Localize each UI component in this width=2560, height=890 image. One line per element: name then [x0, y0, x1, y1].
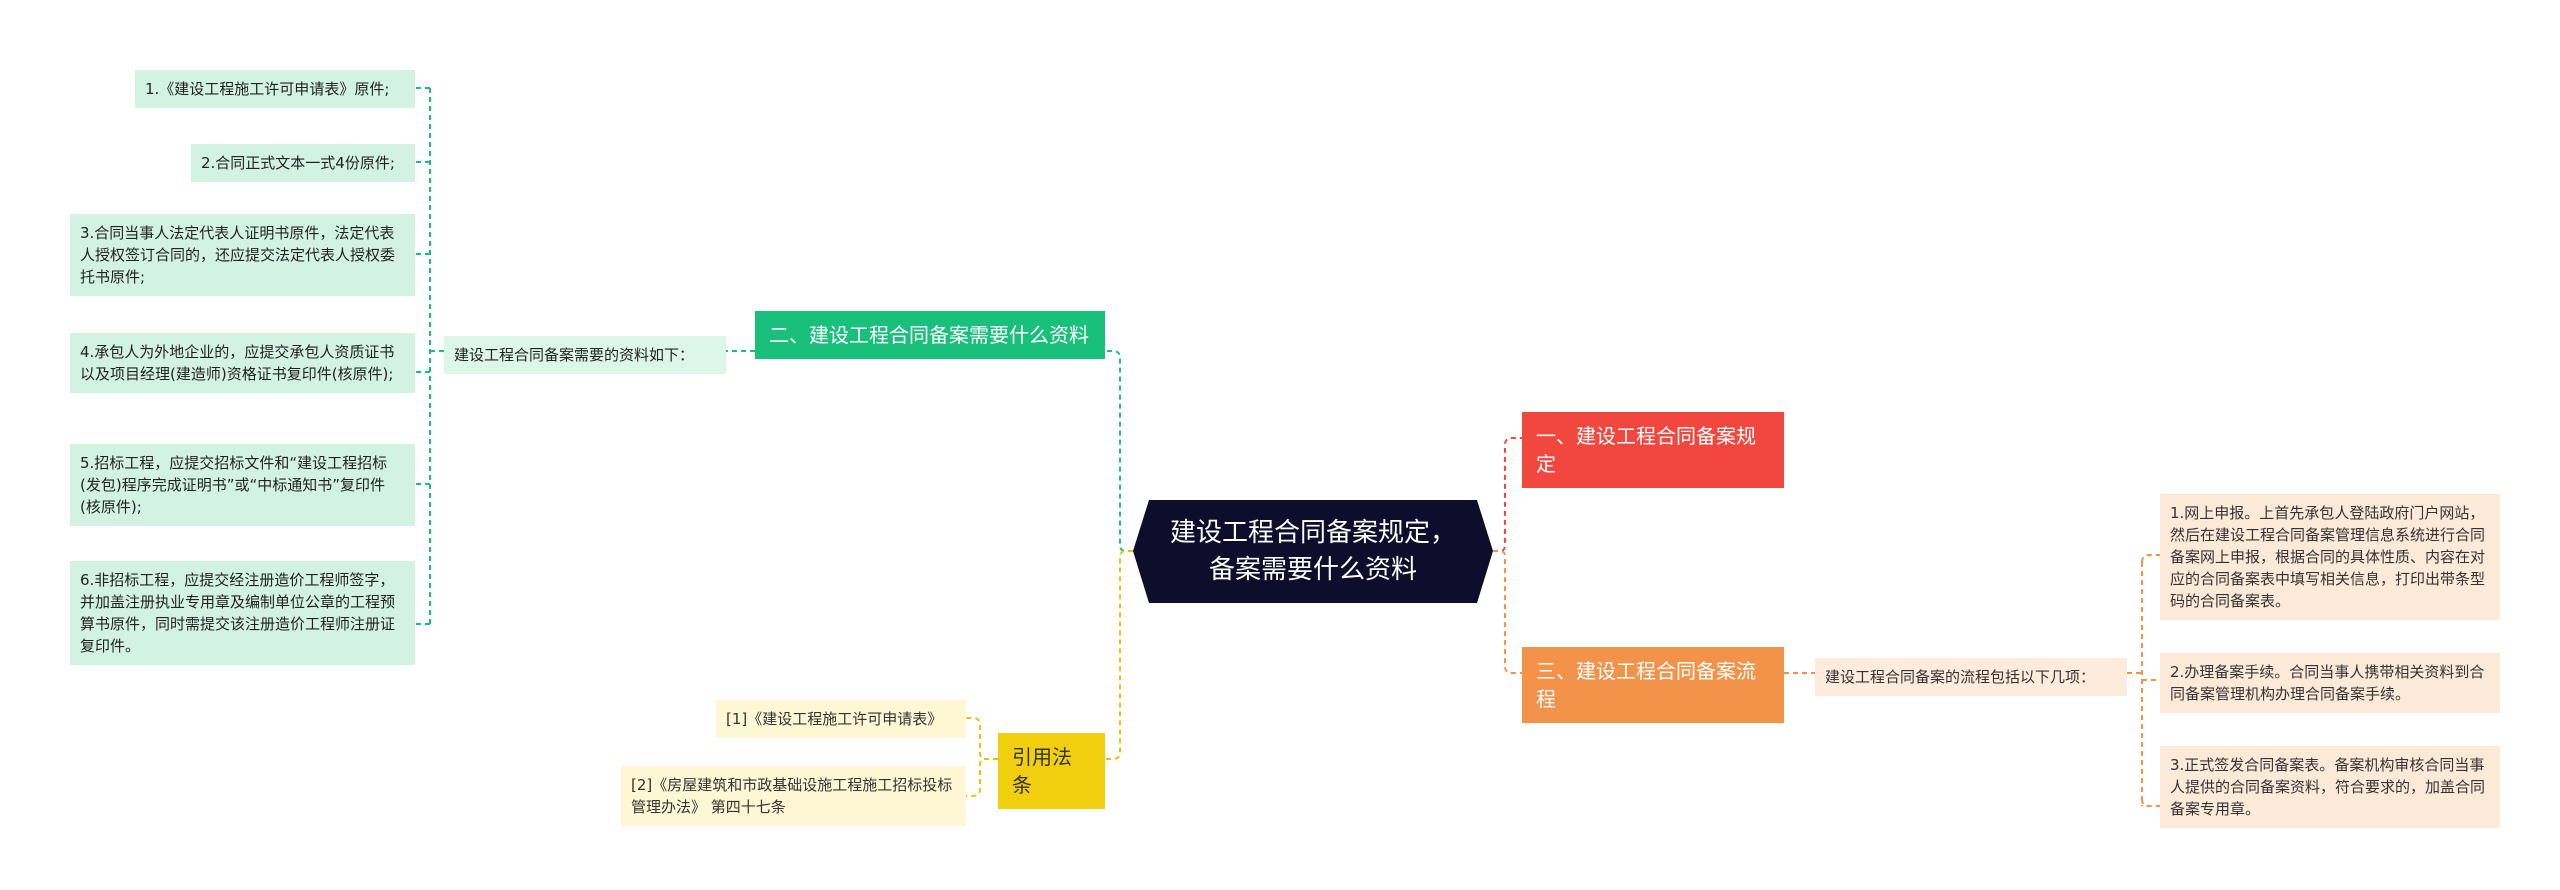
- material-item-3[interactable]: 3.合同当事人法定代表人证明书原件，法定代表人授权签订合同的，还应提交法定代表人…: [70, 214, 415, 296]
- material-item-6-text: 6.非招标工程，应提交经注册造价工程师签字，并加盖注册执业专用章及编制单位公章的…: [80, 571, 396, 655]
- root-title-line-1: 建设工程合同备案规定，: [1169, 517, 1456, 548]
- branch-process[interactable]: 三、建设工程合同备案流程: [1522, 647, 1784, 723]
- process-item-2[interactable]: 2.办理备案手续。合同当事人携带相关资料到合同备案管理机构办理合同备案手续。: [2160, 653, 2500, 713]
- law-item-1-text: [1]《建设工程施工许可申请表》: [726, 710, 943, 728]
- material-item-1[interactable]: 1.《建设工程施工许可申请表》原件;: [135, 70, 415, 108]
- root-topic[interactable]: 建设工程合同备案规定， 备案需要什么资料: [1133, 500, 1493, 603]
- law-item-1[interactable]: [1]《建设工程施工许可申请表》: [716, 700, 966, 738]
- process-intro-label: 建设工程合同备案的流程包括以下几项：: [1825, 668, 2096, 686]
- material-item-4[interactable]: 4.承包人为外地企业的，应提交承包人资质证书以及项目经理(建造师)资格证书复印件…: [70, 333, 415, 393]
- branch-rules-label: 一、建设工程合同备案规定: [1536, 424, 1756, 476]
- material-item-1-text: 1.《建设工程施工许可申请表》原件;: [145, 80, 390, 98]
- branch-laws[interactable]: 引用法条: [998, 733, 1105, 809]
- branch-laws-label: 引用法条: [1012, 745, 1072, 797]
- materials-intro[interactable]: 建设工程合同备案需要的资料如下：: [444, 336, 726, 374]
- process-item-3[interactable]: 3.正式签发合同备案表。备案机构审核合同当事人提供的合同备案资料，符合要求的，加…: [2160, 746, 2500, 828]
- root-title-line-2: 备案需要什么资料: [1208, 554, 1417, 585]
- material-item-2-text: 2.合同正式文本一式4份原件;: [201, 154, 395, 172]
- material-item-6[interactable]: 6.非招标工程，应提交经注册造价工程师签字，并加盖注册执业专用章及编制单位公章的…: [70, 561, 415, 665]
- branch-rules[interactable]: 一、建设工程合同备案规定: [1522, 412, 1784, 488]
- materials-intro-label: 建设工程合同备案需要的资料如下：: [454, 346, 695, 364]
- process-item-1-text: 1.网上申报。上首先承包人登陆政府门户网站，然后在建设工程合同备案管理信息系统进…: [2170, 504, 2486, 610]
- material-item-5-text: 5.招标工程，应提交招标文件和“建设工程招标(发包)程序完成证明书”或“中标通知…: [80, 454, 388, 516]
- material-item-3-text: 3.合同当事人法定代表人证明书原件，法定代表人授权签订合同的，还应提交法定代表人…: [80, 224, 396, 286]
- branch-materials-label: 二、建设工程合同备案需要什么资料: [769, 323, 1089, 347]
- branch-materials[interactable]: 二、建设工程合同备案需要什么资料: [755, 311, 1105, 359]
- material-item-4-text: 4.承包人为外地企业的，应提交承包人资质证书以及项目经理(建造师)资格证书复印件…: [80, 343, 395, 383]
- material-item-5[interactable]: 5.招标工程，应提交招标文件和“建设工程招标(发包)程序完成证明书”或“中标通知…: [70, 444, 415, 526]
- material-item-2[interactable]: 2.合同正式文本一式4份原件;: [191, 144, 415, 182]
- root-title: 建设工程合同备案规定， 备案需要什么资料: [1133, 500, 1493, 603]
- law-item-2-text: [2]《房屋建筑和市政基础设施工程施工招标投标管理办法》 第四十七条: [631, 776, 953, 816]
- law-item-2[interactable]: [2]《房屋建筑和市政基础设施工程施工招标投标管理办法》 第四十七条: [621, 766, 966, 826]
- root-hexagon-shape: [1133, 500, 1493, 603]
- branch-process-label: 三、建设工程合同备案流程: [1536, 659, 1756, 711]
- process-item-1[interactable]: 1.网上申报。上首先承包人登陆政府门户网站，然后在建设工程合同备案管理信息系统进…: [2160, 494, 2500, 620]
- process-item-2-text: 2.办理备案手续。合同当事人携带相关资料到合同备案管理机构办理合同备案手续。: [2170, 663, 2485, 703]
- process-item-3-text: 3.正式签发合同备案表。备案机构审核合同当事人提供的合同备案资料，符合要求的，加…: [2170, 756, 2486, 818]
- process-intro[interactable]: 建设工程合同备案的流程包括以下几项：: [1815, 658, 2127, 696]
